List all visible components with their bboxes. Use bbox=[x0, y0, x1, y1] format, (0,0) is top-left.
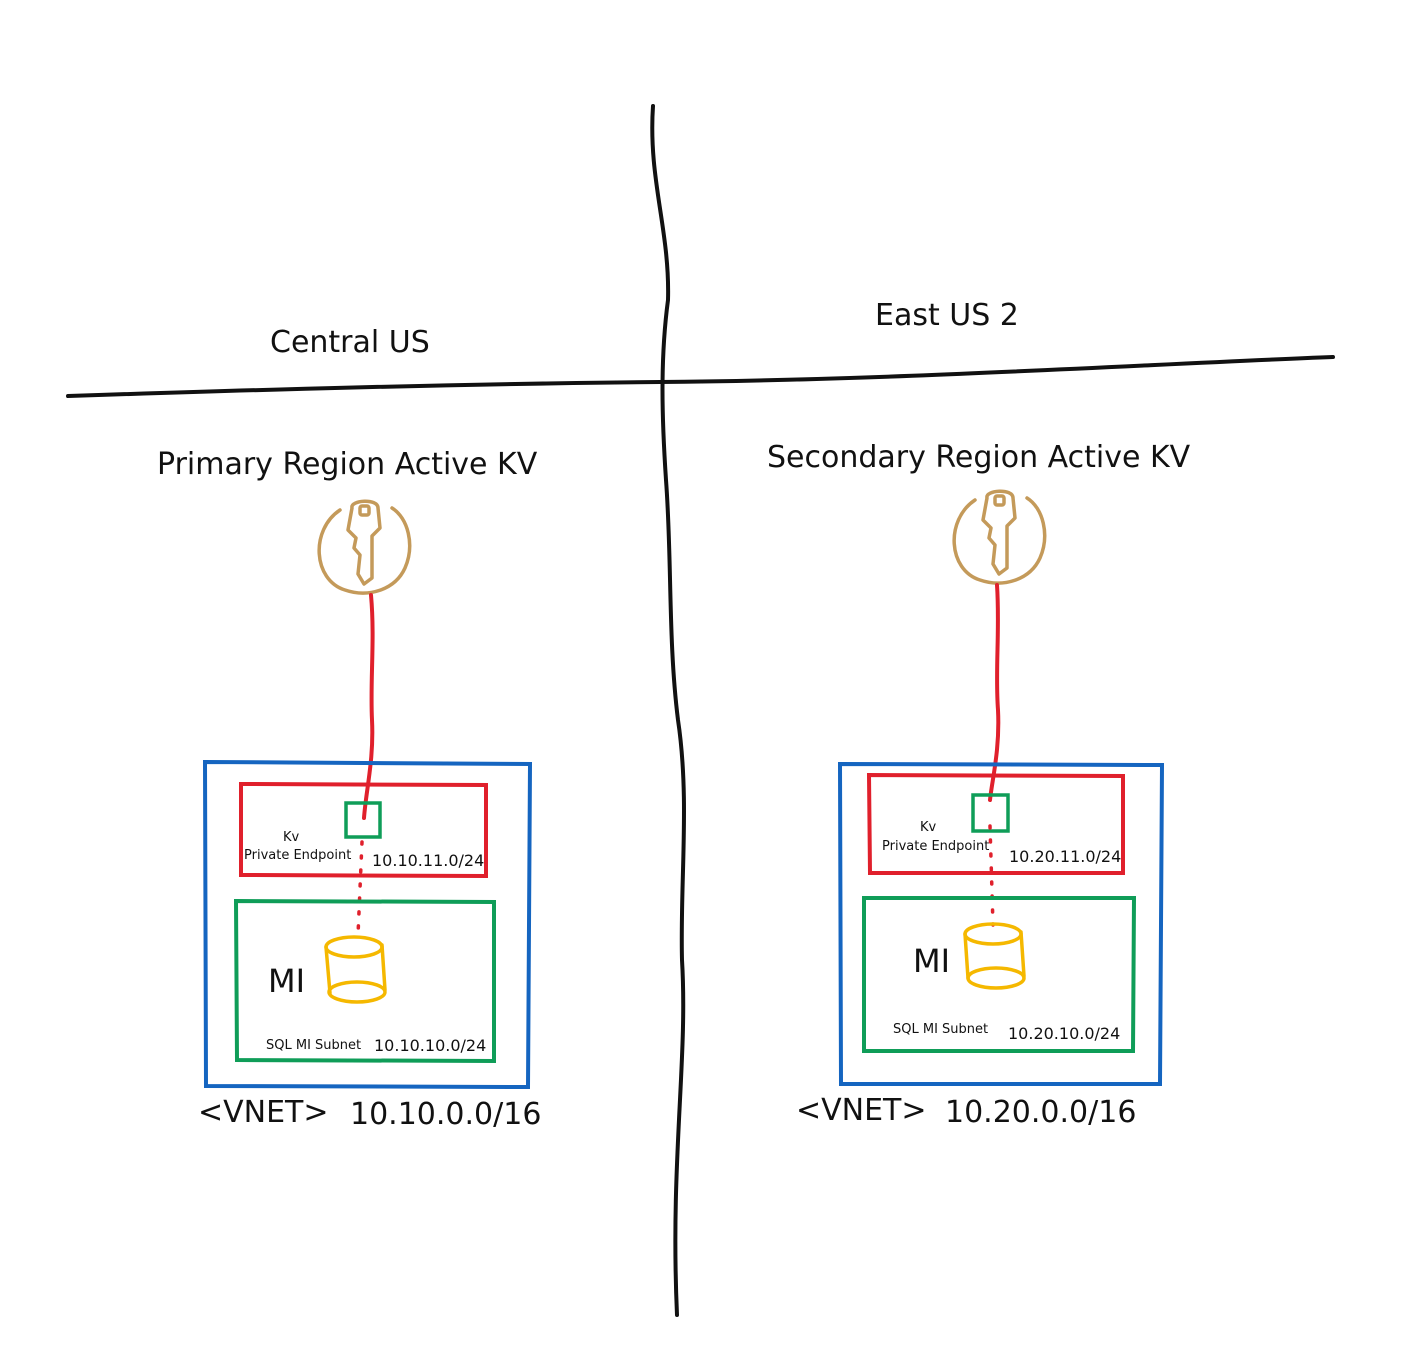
vnet-cidr-secondary: 10.20.0.0/16 bbox=[945, 1095, 1136, 1130]
vnet-label-secondary: <VNET> bbox=[796, 1093, 927, 1128]
mi-label-primary: MI bbox=[268, 962, 305, 1000]
vertical-divider bbox=[650, 104, 687, 1317]
subnet-cidr-secondary: 10.20.10.0/24 bbox=[1008, 1024, 1120, 1043]
subnet-cidr-primary: 10.10.10.0/24 bbox=[374, 1036, 486, 1055]
subnet-label-primary: SQL MI Subnet bbox=[266, 1038, 361, 1053]
mi-label-secondary: MI bbox=[913, 942, 950, 980]
kv-connection-line-primary bbox=[362, 593, 375, 820]
kv-connection-line-secondary bbox=[988, 583, 1001, 802]
endpoint-label-secondary: Private Endpoint bbox=[882, 839, 989, 854]
vnet-cidr-primary: 10.10.0.0/16 bbox=[350, 1097, 541, 1132]
vnet-box-primary bbox=[202, 759, 533, 1090]
kv-title-primary: Primary Region Active KV bbox=[157, 447, 538, 482]
endpoint-subnet-primary bbox=[239, 781, 488, 879]
secondary-region: Secondary Region Active KV Kv Private En… bbox=[767, 440, 1191, 1130]
private-link-dotted-secondary bbox=[988, 824, 995, 927]
database-icon bbox=[963, 922, 1026, 990]
subnet-label-secondary: SQL MI Subnet bbox=[893, 1022, 988, 1037]
vnet-box-secondary bbox=[837, 761, 1165, 1086]
key-vault-icon bbox=[317, 499, 412, 595]
endpoint-subnet-secondary bbox=[866, 772, 1125, 875]
private-link-dotted-primary bbox=[356, 840, 364, 937]
endpoint-cidr-secondary: 10.20.11.0/24 bbox=[1009, 847, 1121, 866]
primary-region: Primary Region Active KV Kv Private Endp… bbox=[157, 447, 541, 1132]
region-label-right: East US 2 bbox=[875, 298, 1019, 333]
endpoint-kv-label-secondary: Kv bbox=[920, 820, 937, 835]
key-vault-icon bbox=[952, 489, 1047, 585]
mi-subnet-primary bbox=[233, 898, 496, 1064]
region-label-left: Central US bbox=[270, 325, 430, 360]
private-endpoint-icon-primary bbox=[344, 801, 382, 839]
endpoint-label-primary: Private Endpoint bbox=[244, 848, 351, 863]
private-endpoint-icon-secondary bbox=[971, 793, 1010, 833]
kv-title-secondary: Secondary Region Active KV bbox=[767, 440, 1191, 475]
mi-subnet-secondary bbox=[862, 896, 1137, 1053]
horizontal-divider bbox=[66, 355, 1335, 398]
vnet-label-primary: <VNET> bbox=[198, 1095, 329, 1130]
database-icon bbox=[324, 935, 387, 1004]
endpoint-cidr-primary: 10.10.11.0/24 bbox=[372, 851, 484, 870]
endpoint-kv-label-primary: Kv bbox=[283, 830, 300, 845]
